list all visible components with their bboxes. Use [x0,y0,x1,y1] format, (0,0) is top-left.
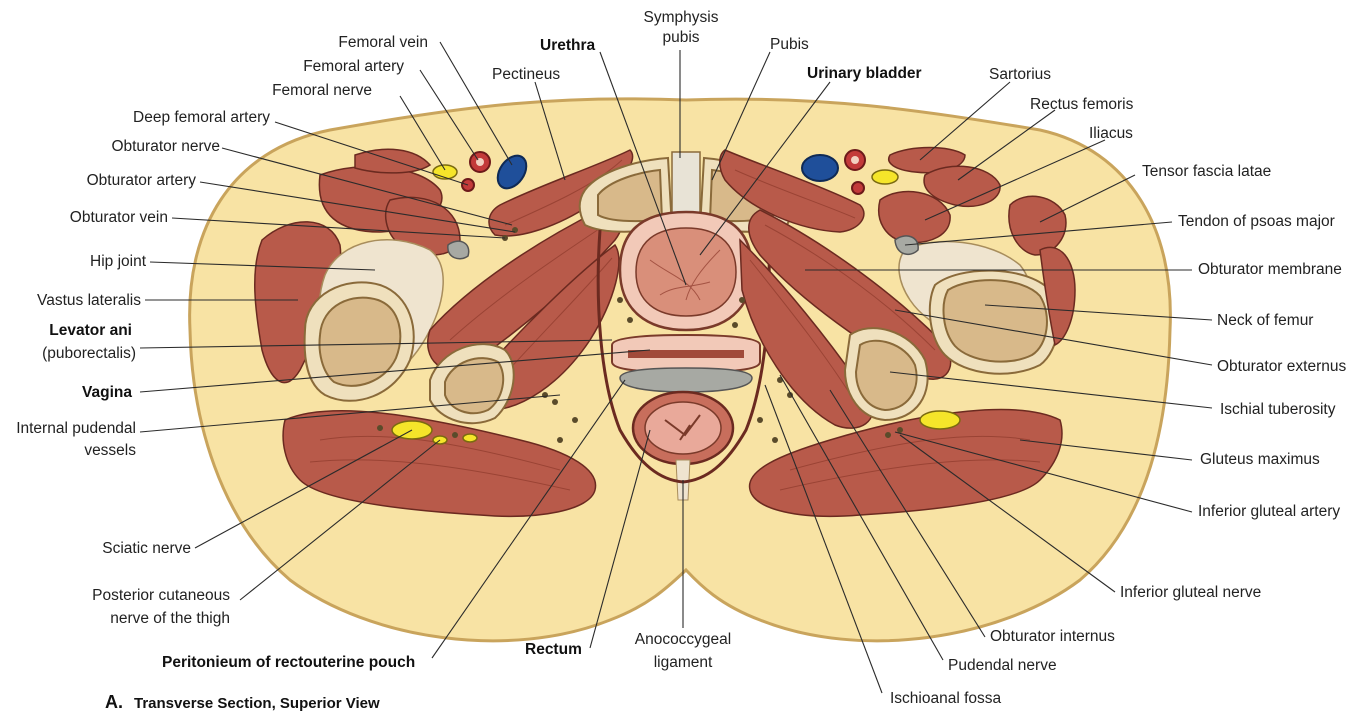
label-obturator-nerve: Obturator nerve [111,138,220,155]
femoral-nerve-right [872,170,898,184]
label-urethra: Urethra [540,37,596,54]
label-levator-ani: Levator ani [49,322,132,339]
label-vagina: Vagina [82,384,132,401]
label-internal-pudendal: Internal pudendal [16,420,136,437]
label-sartorius: Sartorius [989,66,1051,83]
label-obturator-internus: Obturator internus [990,628,1115,645]
label-inferior-gluteal-artery: Inferior gluteal artery [1198,503,1340,520]
label-inferior-gluteal-nerve: Inferior gluteal nerve [1120,584,1261,601]
label-obturator-vein: Obturator vein [70,209,168,226]
label-obturator-artery: Obturator artery [87,172,197,189]
label-tensor-fascia-latae: Tensor fascia latae [1142,163,1271,180]
sciatic-nerve-right [920,411,960,429]
label-pudendal-nerve: Pudendal nerve [948,657,1057,674]
label-hip-joint: Hip joint [90,253,147,270]
label-femoral-nerve: Femoral nerve [272,82,372,99]
label-femoral-vein: Femoral vein [338,34,428,51]
section-illustration [190,99,1171,641]
label-ischioanal-fossa: Ischioanal fossa [890,690,1002,707]
label-rectus-femoris: Rectus femoris [1030,96,1134,113]
svg-text:nerve of the thigh: nerve of the thigh [110,610,230,627]
label-pubis: Pubis [770,36,809,53]
label-iliacus: Iliacus [1089,125,1133,142]
label-gluteus-maximus: Gluteus maximus [1200,451,1320,468]
label-femoral-artery: Femoral artery [303,58,404,75]
label-peritoneum: Peritonieum of rectouterine pouch [162,654,415,671]
label-pectineus: Pectineus [492,66,560,83]
caption-letter: A. [105,692,123,712]
svg-text:(puborectalis): (puborectalis) [42,345,136,362]
psoas-tendon-left [448,241,469,259]
svg-text:pubis: pubis [662,29,699,46]
label-deep-femoral-artery: Deep femoral artery [133,109,270,126]
label-symphysis-pubis: Symphysis [644,9,719,26]
label-tendon-psoas-major: Tendon of psoas major [1178,213,1335,230]
svg-text:ligament: ligament [654,654,713,671]
svg-text:vessels: vessels [84,442,136,459]
label-neck-of-femur: Neck of femur [1217,312,1313,329]
label-obturator-membrane: Obturator membrane [1198,261,1342,278]
label-ischial-tuberosity: Ischial tuberosity [1220,401,1336,418]
femoral-vein-right [802,155,838,181]
label-urinary-bladder: Urinary bladder [807,65,922,82]
label-rectum: Rectum [525,641,582,658]
label-obturator-externus: Obturator externus [1217,358,1346,375]
label-vastus-lateralis: Vastus lateralis [37,292,141,309]
label-anococcygeal-ligament: Anococcygeal [635,631,732,648]
label-posterior-cutaneous: Posterior cutaneous [92,587,230,604]
peritoneum-rectouterine-pouch [620,368,752,392]
figure-caption: A. Transverse Section, Superior View [105,692,380,712]
label-sciatic-nerve: Sciatic nerve [102,540,191,557]
femoral-nerve-left [433,165,457,179]
caption-text: Transverse Section, Superior View [134,695,380,712]
